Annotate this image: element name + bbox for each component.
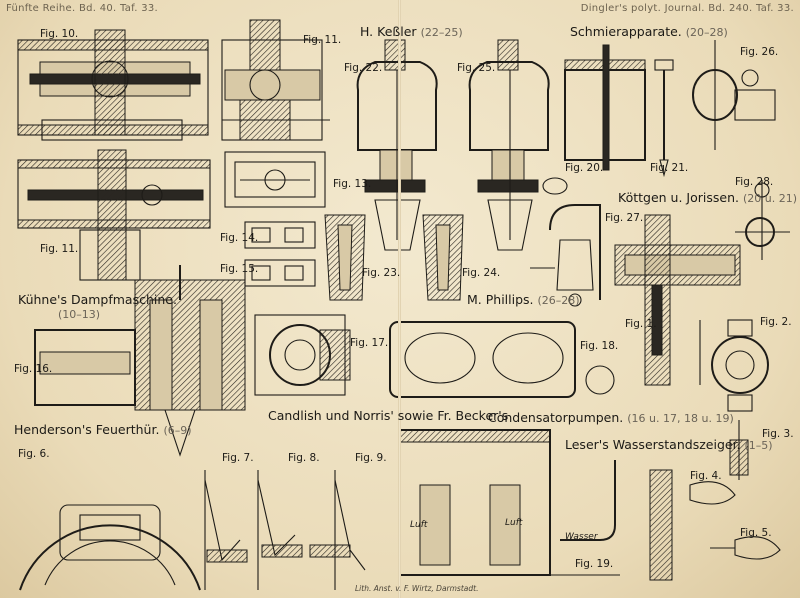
fig27-drawing (530, 204, 601, 307)
fig20-label: Fig. 20. (565, 162, 604, 174)
title-kessler: H. Keßler (22–25) (360, 24, 463, 39)
fig15-label: Fig. 15. (220, 263, 259, 275)
fig27-label: Fig. 27. (605, 212, 644, 224)
fig23-24-drawing (324, 214, 464, 301)
fig23-label: Fig. 23. (362, 267, 401, 279)
fig8-label: Fig. 8. (288, 452, 320, 464)
fig7-label: Fig. 7. (222, 452, 254, 464)
fig18-drawing (389, 321, 615, 398)
fig3-5-drawing (649, 420, 781, 581)
plate-fold (398, 0, 401, 598)
header-right: Dingler's polyt. Journal. Bd. 240. Taf. … (580, 3, 794, 14)
fig16-label: Fig. 16. (14, 363, 53, 375)
fig19-label: Fig. 19. (575, 558, 614, 570)
fig4-label: Fig. 4. (690, 470, 722, 482)
fig14-label: Fig. 14. (220, 232, 259, 244)
fig17-label: Fig. 17. (350, 337, 389, 349)
title-leser: Leser's Wasserstandszeiger. (1–5) (565, 437, 773, 452)
title-kuehne-figs: (10–13) (58, 308, 101, 321)
fig3-label: Fig. 3. (762, 428, 794, 440)
fig22-label: Fig. 22. (344, 62, 383, 74)
fig21-label: Fig. 21. (650, 162, 689, 174)
fig7-9-drawing (204, 470, 366, 590)
fig24-label: Fig. 24. (462, 267, 501, 279)
fig18-label: Fig. 18. (580, 340, 619, 352)
fig12-label: Fig. 11. (303, 34, 342, 46)
annotation-luft-right: Luft (505, 518, 523, 528)
fig16-drawing (34, 265, 246, 457)
fig20-21-drawing (564, 44, 674, 178)
annotation-wasser: Wasser (565, 532, 598, 542)
header-left: Fünfte Reihe. Bd. 40. Taf. 33. (6, 3, 159, 14)
fig1-label: Fig. 1. (625, 318, 657, 330)
fig1-drawing (614, 214, 741, 386)
fig5-label: Fig. 5. (740, 527, 772, 539)
fig10-label: Fig. 10. (40, 28, 79, 40)
fig26-drawing (692, 40, 776, 150)
fig10-drawing (17, 29, 209, 141)
title-condensator: Condensatorpumpen. (16 u. 17, 18 u. 19) (488, 410, 734, 425)
fig6-label: Fig. 6. (18, 448, 50, 460)
fig28-label: Fig. 28. (735, 176, 774, 188)
fig2-label: Fig. 2. (760, 316, 792, 328)
fig11-label: Fig. 11. (40, 243, 79, 255)
fig14-15-drawing (244, 221, 316, 287)
fig28-drawing (735, 180, 790, 260)
fig19-drawing (399, 429, 620, 576)
fig26-label: Fig. 26. (740, 46, 779, 58)
fig9-label: Fig. 9. (355, 452, 387, 464)
lithographer-credit: Lith. Anst. v. F. Wirtz, Darmstadt. (355, 584, 479, 593)
fig6-drawing (19, 504, 201, 591)
title-henderson: Henderson's Feuerthür. (6–9) (14, 422, 192, 437)
fig25-label: Fig. 25. (457, 62, 496, 74)
title-schmierapparate: Schmierapparate. (20–28) (570, 24, 728, 39)
fig17-drawing (254, 314, 351, 396)
title-kuehne: Kühne's Dampfmaschine. (18, 292, 177, 307)
fig12-drawing (221, 19, 330, 141)
annotation-luft-left: Luft (410, 520, 428, 530)
fig11-drawing (17, 149, 211, 281)
title-candlish: Candlish und Norris' sowie Fr. Becker's (268, 408, 509, 423)
fig13-label: Fig. 13. (333, 178, 372, 190)
fig13-plan (224, 151, 326, 208)
title-koettgen: Köttgen u. Jorissen. (20 u. 21) (618, 190, 798, 205)
title-phillips: M. Phillips. (26–28) (467, 292, 580, 307)
fig2-drawing (711, 319, 769, 412)
fig25-drawing (468, 39, 568, 251)
